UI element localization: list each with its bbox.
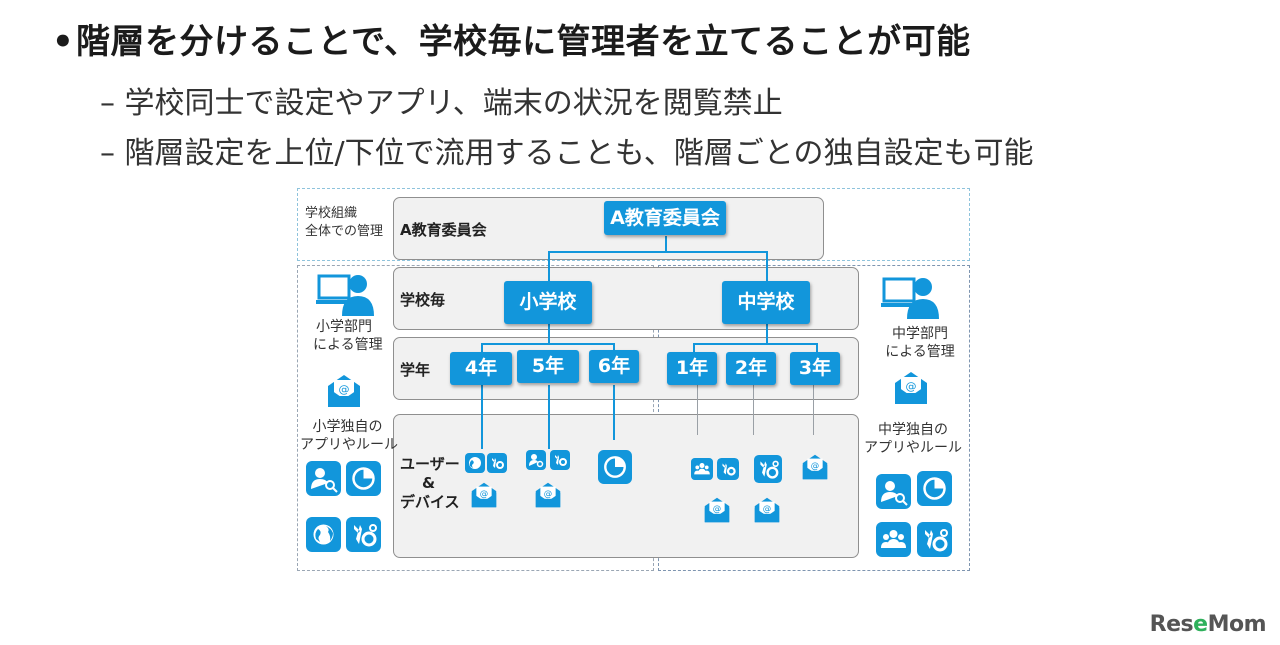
connector <box>766 251 768 281</box>
grade-box-4: 4年 <box>450 352 512 385</box>
elementary-admin-label: 小学部門 による管理 <box>313 318 383 354</box>
elementary-apps-label: 小学独自の アプリやルール <box>300 418 398 454</box>
sub-bullet-1: – 学校同士で設定やアプリ、端末の状況を閲覧禁止 <box>100 86 783 121</box>
main-bullet: •階層を分けることで、学校毎に管理者を立てることが可能 <box>52 14 971 63</box>
org-wide-note: 学校組織 全体での管理 <box>305 205 383 241</box>
users-band-label-line2: & <box>422 474 436 492</box>
elementary-admin-line1: 小学部門 <box>316 319 372 335</box>
settings-icon <box>550 450 570 470</box>
svg-text:@: @ <box>811 461 819 471</box>
sub-bullet-2: – 階層設定を上位/下位で流用することも、階層ごとの独自設定も可能 <box>100 136 1034 171</box>
mail-icon: @ <box>471 482 497 508</box>
connector <box>665 236 667 252</box>
svg-text:@: @ <box>480 489 488 499</box>
connector <box>548 251 768 253</box>
junior-admin-line1: 中学部門 <box>892 326 948 342</box>
connector <box>693 343 695 353</box>
mail-icon: @ <box>535 482 561 508</box>
connector <box>753 385 754 435</box>
mail-icon: @ <box>754 497 780 523</box>
logo-part3: Mom <box>1207 612 1267 637</box>
mail-icon: @ <box>895 372 927 404</box>
elementary-admin-line2: による管理 <box>313 337 383 353</box>
connector <box>613 343 615 353</box>
connector <box>693 343 818 345</box>
board-box: A教育委員会 <box>604 201 726 235</box>
grade-box-2: 2年 <box>726 352 776 385</box>
settings-icon <box>917 522 952 557</box>
grade-box-3: 3年 <box>790 352 840 385</box>
settings-icon <box>487 453 507 473</box>
org-wide-frame <box>297 188 970 261</box>
connector <box>613 385 615 440</box>
mail-icon: @ <box>328 375 360 407</box>
pie-chart-icon <box>598 450 632 484</box>
users-band-label: ユーザー & デバイス <box>400 455 460 512</box>
connector <box>548 385 550 449</box>
junior-box: 中学校 <box>722 281 810 324</box>
org-wide-note-line2: 全体での管理 <box>305 224 384 239</box>
pie-chart-icon <box>346 461 381 496</box>
svg-text:@: @ <box>713 504 721 514</box>
resemom-logo: ReseMom <box>1149 612 1267 637</box>
connector <box>548 251 550 281</box>
school-band-label: 学校毎 <box>400 291 446 309</box>
svg-text:@: @ <box>339 383 350 396</box>
grade-box-1: 1年 <box>667 352 717 385</box>
grade-band-label: 学年 <box>400 361 431 379</box>
pie-chart-icon <box>917 471 952 506</box>
connector <box>766 324 768 344</box>
user-search-icon <box>526 450 546 470</box>
globe-icon <box>465 453 485 473</box>
junior-admin-line2: による管理 <box>885 344 955 360</box>
connector <box>813 385 814 435</box>
main-bullet-text: 階層を分けることで、学校毎に管理者を立てることが可能 <box>76 22 971 62</box>
connector <box>481 343 615 345</box>
mail-icon: @ <box>704 497 730 523</box>
connector <box>816 343 818 353</box>
svg-text:@: @ <box>906 380 917 393</box>
globe-icon <box>306 517 341 552</box>
logo-part2: e <box>1193 612 1208 637</box>
connector <box>548 324 550 344</box>
user-search-icon <box>306 461 341 496</box>
junior-apps-line2: アプリやルール <box>864 440 962 456</box>
connector <box>697 385 698 435</box>
group-icon <box>876 522 911 557</box>
settings-icon <box>717 458 739 480</box>
bullet-marker: • <box>52 22 75 62</box>
connector <box>481 385 483 449</box>
settings-icon <box>754 455 782 483</box>
group-icon <box>691 458 713 480</box>
svg-text:@: @ <box>763 504 771 514</box>
user-computer-icon <box>881 277 939 319</box>
elementary-box: 小学校 <box>504 281 592 324</box>
elementary-apps-line2: アプリやルール <box>300 437 398 453</box>
users-band-label-line3: デバイス <box>400 493 460 511</box>
logo-part1: Res <box>1149 612 1194 637</box>
users-band <box>393 414 859 558</box>
junior-apps-label: 中学独自の アプリやルール <box>863 421 963 457</box>
grade-box-6: 6年 <box>589 350 639 383</box>
svg-text:@: @ <box>544 489 552 499</box>
user-computer-icon <box>316 274 374 316</box>
settings-icon <box>346 517 381 552</box>
elementary-apps-line1: 小学独自の <box>312 419 383 435</box>
connector <box>481 343 483 353</box>
board-band-label: A教育委員会 <box>400 221 487 239</box>
grade-box-5: 5年 <box>517 350 579 383</box>
mail-icon: @ <box>802 454 828 480</box>
users-band-label-line1: ユーザー <box>400 455 460 473</box>
user-search-icon <box>876 474 911 509</box>
org-wide-note-line1: 学校組織 <box>305 206 358 221</box>
junior-apps-line1: 中学独自の <box>878 422 948 438</box>
junior-admin-label: 中学部門 による管理 <box>880 325 960 361</box>
